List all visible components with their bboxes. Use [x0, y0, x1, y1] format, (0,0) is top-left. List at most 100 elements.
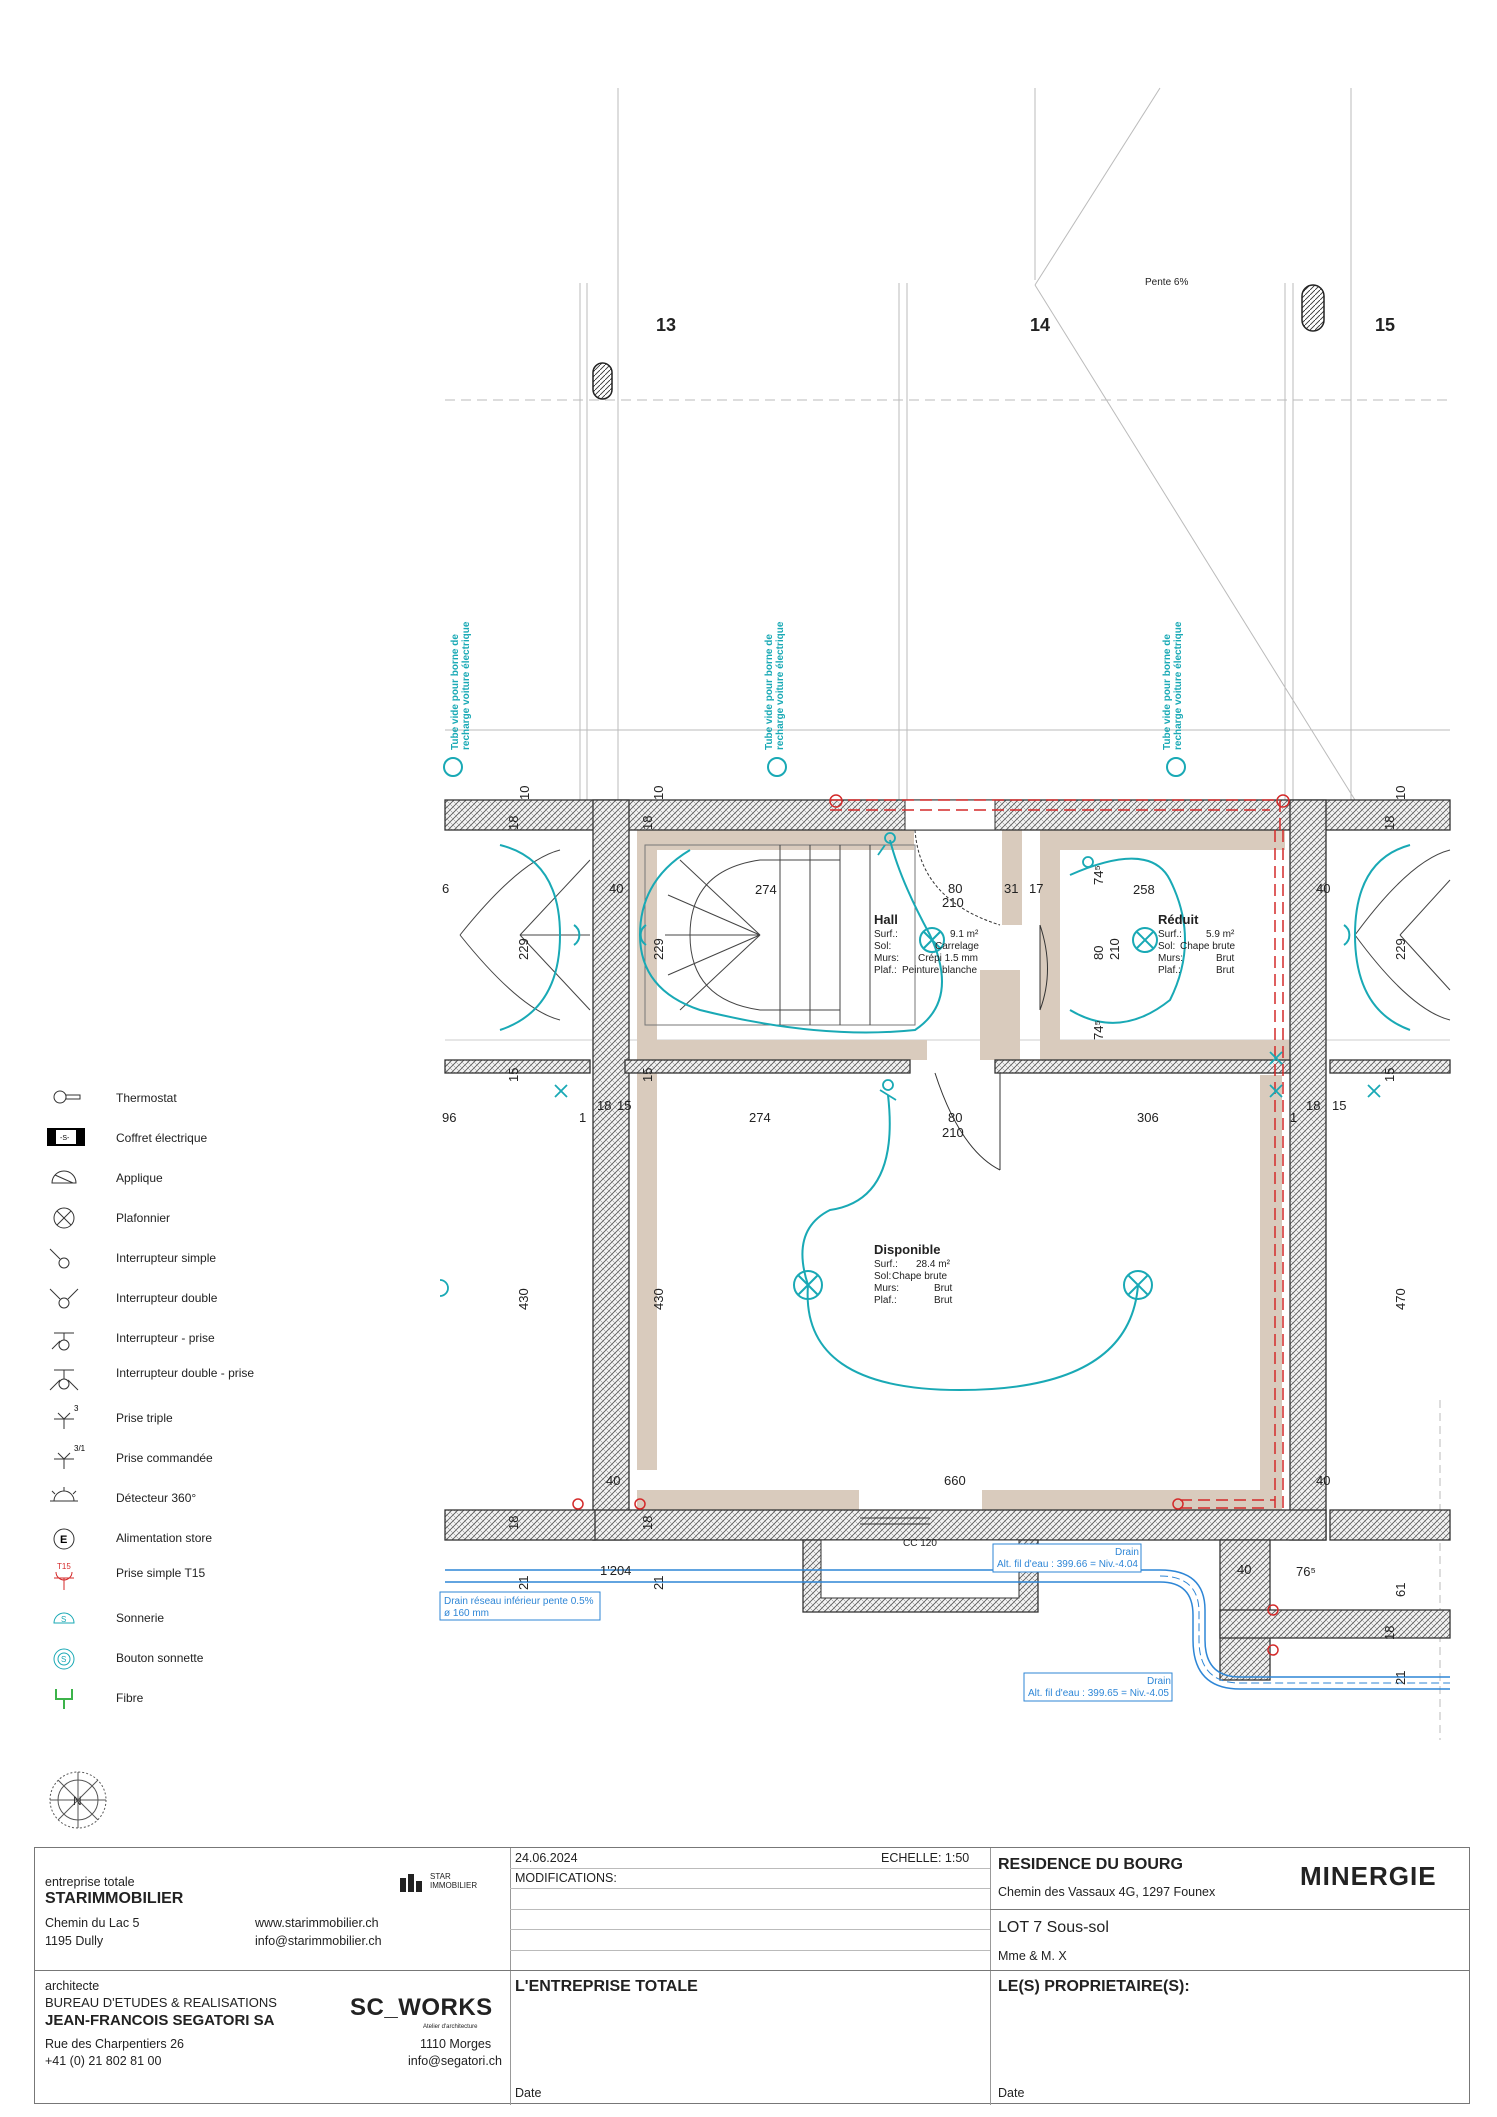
svg-text:Brut: Brut [1216, 953, 1235, 964]
project-address: Chemin des Vassaux 4G, 1297 Founex [998, 1885, 1216, 1899]
svg-text:21: 21 [516, 1576, 531, 1590]
svg-text:Surf.:: Surf.: [874, 929, 898, 940]
svg-text:Sol:: Sol: [1158, 941, 1175, 952]
motion-detector-icon [50, 1487, 78, 1502]
date: 24.06.2024 [515, 1851, 578, 1865]
svg-text:9.1 m²: 9.1 m² [950, 929, 979, 940]
axis-15: 15 [1375, 315, 1395, 335]
svg-text:40: 40 [1316, 1473, 1330, 1488]
svg-text:210: 210 [942, 1125, 964, 1140]
svg-text:18: 18 [1382, 1626, 1397, 1640]
svg-text:S: S [61, 1655, 66, 1664]
project-name: RESIDENCE DU BOURG [998, 1856, 1183, 1873]
blind-power-icon: E [53, 1528, 75, 1550]
svg-text:74⁵: 74⁵ [1091, 1020, 1106, 1040]
svg-text:40: 40 [1237, 1562, 1251, 1577]
switch-socket-icon [51, 1332, 74, 1351]
axis-13: 13 [656, 315, 676, 335]
electrical-wiring [499, 839, 1411, 1392]
svg-text:S: S [61, 1615, 66, 1624]
fiber-icon [55, 1689, 73, 1709]
double-switch-icon [49, 1288, 79, 1309]
svg-text:Sol:: Sol: [874, 941, 891, 952]
svg-text:306: 306 [1137, 1110, 1159, 1125]
dimension-labels: 274 80 210 31 17 258 40 40 6 274 80 210 … [442, 786, 1408, 1685]
ev-tube-markers: Tube vide pour borne de recharge voiture… [450, 621, 1184, 750]
contractor-date-label: Date [515, 2086, 542, 2100]
legend-switch-socket: Interrupteur - prise [40, 1325, 260, 1355]
legend-bell-button: S Bouton sonnette [40, 1645, 260, 1675]
sc-works-logo: SC_WORKS [350, 1994, 493, 2021]
bell-button-icon: S [53, 1648, 75, 1670]
svg-text:Plaf.:: Plaf.: [1158, 965, 1181, 976]
wall-light-icon [51, 1170, 77, 1184]
company-website[interactable]: www.starimmobilier.ch [255, 1916, 379, 1930]
svg-text:1: 1 [1290, 1110, 1297, 1125]
controlled-socket-icon: 3/1 [54, 1445, 86, 1469]
ceiling-light-icon [53, 1207, 75, 1229]
company-email[interactable]: info@starimmobilier.ch [255, 1934, 382, 1948]
single-switch-icon [49, 1248, 70, 1269]
room-disponible: Disponible Surf.:28.4 m² Sol:Chape brute… [874, 1242, 953, 1306]
star-immobilier-logo: STAR IMMOBILIER [400, 1872, 500, 1896]
legend-blind-power: E Alimentation store [40, 1525, 260, 1555]
svg-text:80: 80 [948, 881, 962, 896]
svg-text:1: 1 [579, 1110, 586, 1125]
room-reduit: Réduit Surf.:5.9 m² Sol:Chape brute Murs… [1158, 912, 1235, 976]
legend-ceiling-light: Plafonnier [40, 1205, 260, 1235]
svg-text:10: 10 [517, 786, 532, 800]
legend-double-switch-socket: Interrupteur double - prise [40, 1360, 260, 1391]
architect-city: 1110 Morges [420, 2037, 492, 2051]
pipe-sleeves [572, 794, 1290, 1656]
company-city: 1195 Dully [45, 1934, 104, 1948]
svg-text:274: 274 [749, 1110, 771, 1125]
room-hall: Hall Surf.:9.1 m² Sol:Carrelage Murs:Cré… [874, 912, 979, 976]
architect-name-1: BUREAU D'ETUDES & REALISATIONS [45, 1995, 277, 2010]
double-switch-socket-icon [49, 1369, 79, 1391]
svg-text:28.4 m²: 28.4 m² [916, 1259, 951, 1270]
svg-text:15: 15 [617, 1098, 631, 1113]
svg-text:18: 18 [506, 816, 521, 830]
svg-text:660: 660 [944, 1473, 966, 1488]
architect-name-2: JEAN-FRANCOIS SEGATORI SA [45, 2012, 275, 2029]
svg-text:Carrelage: Carrelage [935, 941, 979, 952]
svg-text:Réduit: Réduit [1158, 912, 1199, 927]
doors [860, 829, 1048, 1525]
company-role: entreprise totale [45, 1875, 135, 1889]
svg-text:Murs:: Murs: [1158, 953, 1183, 964]
svg-text:10: 10 [651, 786, 666, 800]
svg-text:Alt. fil d'eau : 399.65 = Niv.: Alt. fil d'eau : 399.65 = Niv.-4.05 [1028, 1688, 1169, 1699]
svg-text:80: 80 [1091, 946, 1106, 960]
north-label: N [73, 1794, 82, 1808]
legend-single-switch: Interrupteur simple [40, 1245, 260, 1275]
svg-text:Plaf.:: Plaf.: [874, 965, 897, 976]
company-address: Chemin du Lac 5 [45, 1916, 140, 1930]
svg-text:Surf.:: Surf.: [874, 1259, 898, 1270]
svg-text:Tube vide pour borne de: Tube vide pour borne de [1162, 634, 1173, 750]
svg-text:15: 15 [506, 1068, 521, 1082]
heating-pipes [830, 799, 1284, 1510]
svg-text:T15: T15 [57, 1562, 71, 1571]
owners-signature-title: LE(S) PROPRIETAIRE(S): [998, 1978, 1190, 1995]
minergie-logo: MINERGIE [1300, 1861, 1437, 1891]
drain-network [445, 1569, 1450, 1690]
svg-text:recharge voiture électrique: recharge voiture électrique [775, 621, 786, 750]
svg-text:258: 258 [1133, 882, 1155, 897]
svg-text:74⁵: 74⁵ [1091, 865, 1106, 885]
bell-icon: S [53, 1612, 75, 1624]
svg-text:Drain réseau inférieur pente 0: Drain réseau inférieur pente 0.5% [444, 1596, 594, 1607]
svg-text:96: 96 [442, 1110, 456, 1125]
svg-text:recharge voiture électrique: recharge voiture électrique [461, 621, 472, 750]
svg-text:Brut: Brut [934, 1295, 953, 1306]
svg-text:Peinture blanche: Peinture blanche [902, 965, 977, 976]
legend-motion-detector: Détecteur 360° [40, 1485, 260, 1515]
scale: ECHELLE: 1:50 [881, 1851, 970, 1865]
svg-text:40: 40 [1316, 881, 1330, 896]
svg-text:15: 15 [1382, 1068, 1397, 1082]
svg-text:21: 21 [651, 1576, 666, 1590]
svg-text:Sol:: Sol: [874, 1271, 891, 1282]
svg-text:80: 80 [948, 1110, 962, 1125]
svg-text:Tube vide pour borne de: Tube vide pour borne de [450, 634, 461, 750]
legend-t15-socket: T15 Prise simple T15 [40, 1560, 260, 1590]
architect-email[interactable]: info@segatori.ch [408, 2054, 502, 2068]
